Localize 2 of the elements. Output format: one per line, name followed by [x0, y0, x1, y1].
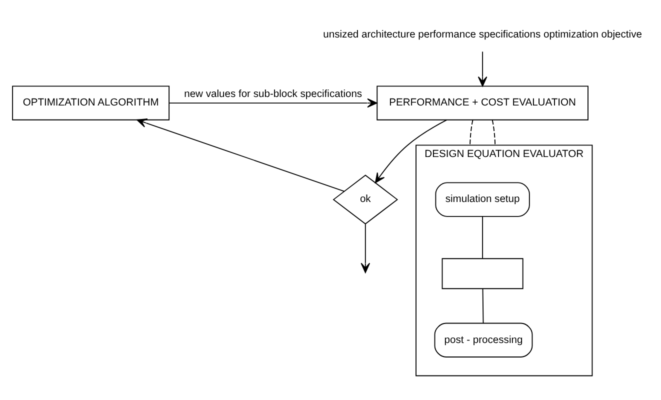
edge-label: new values for sub-block specifications: [184, 88, 362, 100]
node-text: unsized architecture performance specifications optimization objective: [323, 28, 642, 40]
